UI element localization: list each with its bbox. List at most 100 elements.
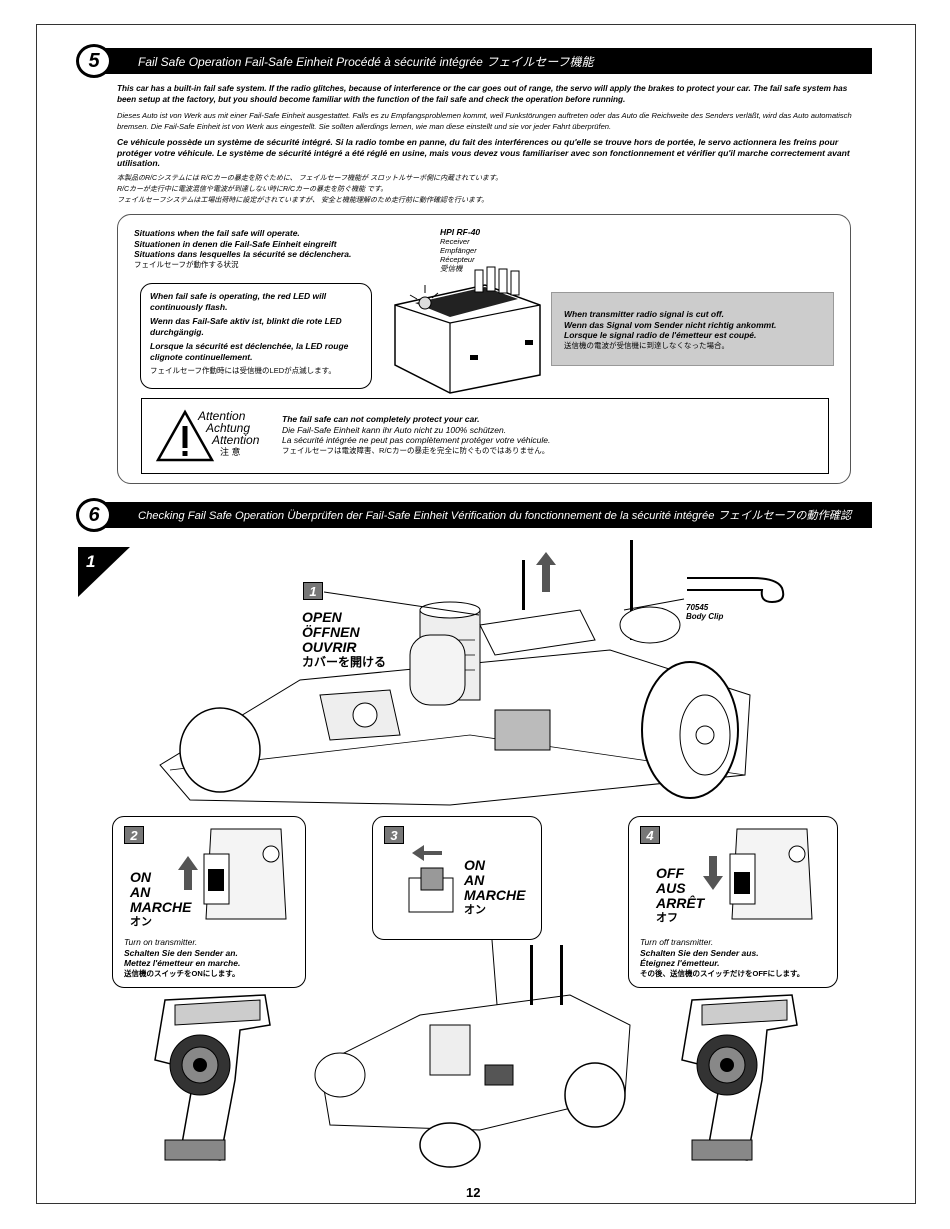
- body-clip-label: 70545 Body Clip: [686, 603, 723, 621]
- led-fr: Lorsque la sécurité est déclenchée, la L…: [150, 341, 349, 362]
- receiver-fr: Récepteur: [440, 255, 475, 264]
- open-label: OPEN ÖFFNEN OUVRIR カバーを開ける: [302, 610, 386, 670]
- open-en: OPEN: [302, 609, 342, 625]
- body-clip-number: 70545: [686, 603, 709, 612]
- transmitter-switch-off-illustration: [729, 828, 813, 920]
- on3-fr: MARCHE: [464, 887, 526, 903]
- transmitter-left-illustration: [154, 994, 271, 1161]
- attention-fr: Attention: [212, 433, 260, 447]
- off-de: AUS: [656, 880, 686, 896]
- warning-text: The fail safe can not completely protect…: [282, 414, 822, 456]
- step-1-number: 1: [86, 552, 96, 571]
- warning-triangle-icon: [155, 409, 215, 462]
- open-fr: OUVRIR: [302, 639, 357, 655]
- receiver-en: Receiver: [440, 237, 470, 246]
- turn-off-de: Schalten Sie den Sender aus.: [640, 947, 759, 958]
- on-de: AN: [130, 884, 151, 900]
- car-chassis-illustration: [159, 540, 751, 806]
- step-tag-4: 4: [640, 826, 660, 844]
- led-en: When fail safe is operating, the red LED…: [150, 291, 327, 312]
- turn-on-en: Turn on transmitter.: [124, 937, 198, 947]
- off-en: OFF: [656, 865, 684, 881]
- receiver-jp: 受信機: [440, 264, 463, 273]
- led-de: Wenn das Fail-Safe aktiv ist, blinkt die…: [150, 316, 342, 337]
- on-jp: オン: [130, 916, 152, 928]
- signal-fr: Lorsque le signal radio de l'émetteur es…: [564, 330, 757, 340]
- turn-on-de: Schalten Sie den Sender an.: [124, 947, 238, 958]
- signal-jp: 送信機の電波が受信機に到達しなくなった場合。: [564, 340, 729, 350]
- led-jp: フェイルセーフ作動時には受信機のLEDが点滅します。: [150, 366, 336, 375]
- attention-en: Attention: [198, 409, 246, 423]
- situations-jp: フェイルセーフが動作する状況: [134, 259, 239, 269]
- arrow-left-icon: [412, 845, 442, 861]
- situations-en: Situations when the fail safe will opera…: [134, 228, 300, 238]
- warning-fr: La sécurité intégrée ne peut pas complèt…: [282, 435, 551, 445]
- body-clip-name: Body Clip: [686, 612, 724, 621]
- situations-de: Situationen in denen die Fail-Safe Einhe…: [134, 238, 337, 249]
- paragraph-jp-2: R/Cカーが走行中に電波混信や電波が到達しない時にR/Cカーの暴走を防ぐ機能 で…: [117, 186, 388, 193]
- step-tag-1: 1: [303, 582, 323, 600]
- turn-off-jp: その後、送信機のスイッチだけをOFFにします。: [640, 968, 805, 978]
- section-number: 6: [76, 498, 112, 532]
- signal-text: When transmitter radio signal is cut off…: [564, 309, 832, 351]
- turn-on-text: Turn on transmitter. Schalten Sie den Se…: [124, 937, 240, 979]
- on-fr: MARCHE: [130, 899, 192, 915]
- led-text: When fail safe is operating, the red LED…: [150, 291, 368, 377]
- off-jp: オフ: [656, 912, 678, 924]
- off-fr: ARRÊT: [656, 895, 705, 911]
- open-jp: カバーを開ける: [302, 655, 387, 669]
- transmitter-switch-on-illustration: [203, 828, 287, 920]
- page-frame: [36, 24, 916, 1204]
- attention-box: [141, 398, 829, 474]
- arrow-up-icon: [178, 856, 198, 890]
- turn-on-fr: Mettez l'émetteur en marche.: [124, 958, 241, 968]
- open-de: ÖFFNEN: [302, 624, 360, 640]
- paragraph-en: This car has a built-in fail safe system…: [117, 84, 848, 104]
- led-callout: [140, 283, 372, 389]
- attention-jp: 注 意: [220, 447, 241, 457]
- turn-off-fr: Éteignez l'émetteur.: [640, 958, 720, 968]
- section-header: Fail Safe Operation Fail-Safe Einheit Pr…: [96, 48, 872, 74]
- page-number: 12: [466, 1185, 481, 1200]
- section-title: Fail Safe Operation Fail-Safe Einheit Pr…: [138, 54, 594, 69]
- situations-fr: Situations dans lesquelles la sécurité s…: [134, 249, 352, 259]
- attention-de: Achtung: [206, 421, 251, 435]
- receiver-label: HPI RF-40 Receiver Empfänger Récepteur 受…: [440, 228, 480, 274]
- off-label: OFF AUS ARRÊT オフ: [656, 866, 704, 926]
- turn-on-jp: 送信機のスイッチをONにします。: [124, 968, 240, 978]
- step-corner-marker: [78, 547, 130, 597]
- step-tag-3: 3: [384, 826, 404, 844]
- paragraph-de: Dieses Auto ist von Werk aus mit einer F…: [117, 111, 852, 131]
- signal-de: Wenn das Signal vom Sender nicht richtig…: [564, 319, 777, 330]
- receiver-switch-illustration: [408, 867, 454, 913]
- open-leader-line: [323, 591, 480, 616]
- on-en: ON: [130, 869, 151, 885]
- signal-en: When transmitter radio signal is cut off…: [564, 309, 724, 319]
- on3-jp: オン: [464, 904, 486, 916]
- warning-jp: フェイルセーフは電波障害、R/Cカーの暴走を完全に防ぐものではありません。: [282, 445, 550, 455]
- paragraph-jp-3: フェイルセーフシステムは工場出荷時に設定がされていますが、 安全と機能理解のため…: [117, 197, 489, 204]
- on-label: ON AN MARCHE オン: [130, 870, 191, 930]
- situations-text: Situations when the fail safe will opera…: [134, 228, 434, 270]
- car-bottom-illustration: [314, 945, 631, 1168]
- step-tag-2: 2: [124, 826, 144, 844]
- receiver-illustration: [394, 266, 541, 394]
- turn-off-text: Turn off transmitter. Schalten Sie den S…: [640, 937, 804, 979]
- turn-off-en: Turn off transmitter.: [640, 937, 714, 947]
- section-header: Checking Fail Safe Operation Überprüfen …: [96, 502, 872, 528]
- paragraph-jp-1: 本製品のR/Cシステムには R/Cカーの暴走を防ぐために、 フェイルセーフ機能が…: [117, 175, 503, 182]
- paragraph-fr: Ce véhicule possède un système de sécuri…: [117, 137, 850, 168]
- body-clip-icon: [687, 577, 785, 604]
- transmitter-right-illustration: [681, 994, 798, 1161]
- warning-en: The fail safe can not completely protect…: [282, 414, 480, 424]
- section-number: 5: [76, 44, 112, 78]
- on3-de: AN: [464, 872, 485, 888]
- warning-de: Die Fail-Safe Einheit kann ihr Auto nich…: [282, 424, 507, 435]
- receiver-de: Empfänger: [440, 246, 477, 255]
- clip-leader-line: [623, 598, 685, 611]
- attention-label: Attention Achtung Attention 注 意: [198, 410, 259, 458]
- on-label-3: ON AN MARCHE オン: [464, 858, 525, 918]
- signal-box: [551, 292, 834, 366]
- on3-en: ON: [464, 857, 485, 873]
- arrow-down-icon: [703, 856, 723, 890]
